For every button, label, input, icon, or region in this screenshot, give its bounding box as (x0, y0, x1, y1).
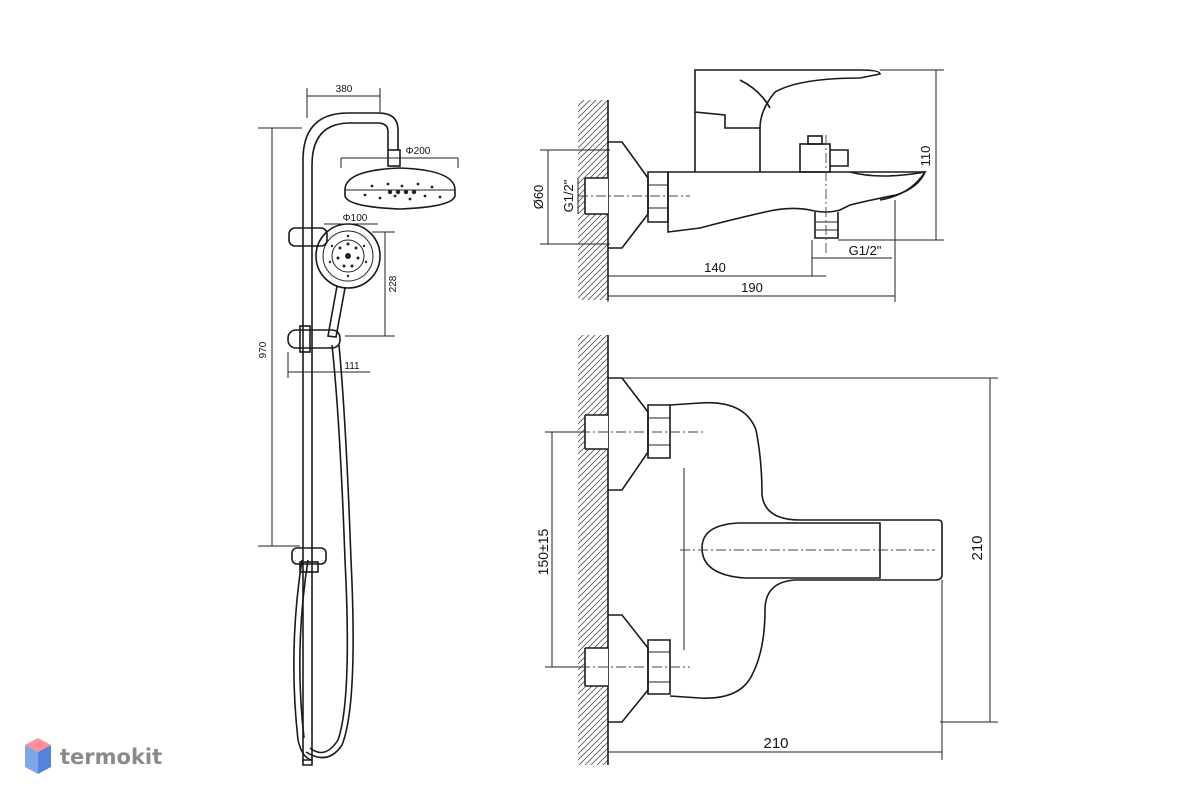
dim-hand-diameter-label: Φ100 (343, 213, 368, 224)
dim-total-height-label: 970 (258, 341, 269, 358)
dim-inlet-thread-label: G1/2" (561, 179, 576, 212)
dim-hand-height-label: 228 (388, 275, 399, 292)
dim-arm-label: 380 (336, 84, 353, 95)
dim-wall-diameter-label: Ø60 (531, 185, 546, 210)
brand-logo: termokit (25, 738, 162, 774)
mixer-top-view (578, 335, 943, 765)
shower-dimensions: 380 Φ200 Φ100 228 970 111 (258, 84, 459, 547)
mixer-side-view (578, 69, 927, 300)
dim-center-distance-label: 150±15 (535, 528, 551, 575)
brand-name: termokit (60, 745, 162, 769)
dim-width-label: 210 (969, 535, 986, 560)
dim-outlet-thread-label: G1/2" (849, 243, 882, 258)
dim-spout-to-outlet-label: 140 (704, 260, 726, 275)
rain-head (344, 149, 456, 210)
hand-shower (315, 223, 381, 338)
dim-depth-label: 210 (763, 735, 788, 752)
shower-system-drawing (287, 112, 456, 766)
dim-bracket-label: 111 (344, 361, 360, 372)
brand-cube-icon (25, 738, 51, 774)
dim-length-label: 190 (741, 280, 763, 295)
dim-head-diameter-label: Φ200 (406, 146, 431, 157)
side-view-dimensions: Ø60 G1/2" 110 G1/2" 140 190 (531, 69, 944, 302)
top-view-dimensions: 150±15 210 210 (535, 377, 998, 760)
dim-height-label: 110 (918, 146, 933, 167)
